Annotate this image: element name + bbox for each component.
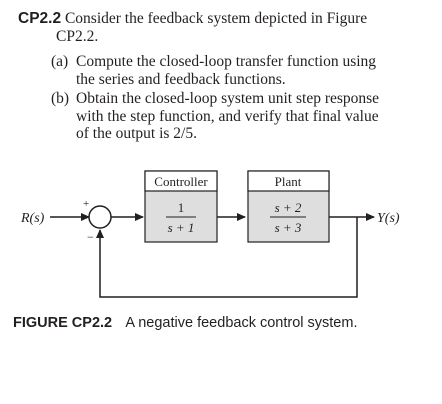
problem-statement-line2: CP2.2. [56, 27, 99, 45]
controller-title-box [144, 170, 218, 192]
part-b-line: of the output is 2/5. [76, 125, 197, 142]
part-b-line: with the step function, and verify that … [76, 107, 379, 125]
problem-statement-line1: CP2.2 Consider the feedback system depic… [18, 10, 438, 28]
plant-denominator: s + 3 [275, 220, 302, 235]
part-b: (b) Obtain the closed-loop system unit s… [18, 90, 438, 143]
part-a-line: Compute the closed-loop transfer functio… [76, 53, 377, 70]
part-b-line: Obtain the closed-loop system unit step … [76, 90, 380, 107]
plant-title: Plant [275, 174, 302, 189]
part-a: (a) Compute the closed-loop transfer fun… [18, 53, 438, 88]
plant-title-box [247, 170, 330, 192]
part-b-label: (b) [51, 90, 70, 107]
summing-junction [88, 205, 112, 229]
plant-numerator: s + 2 [275, 200, 302, 215]
controller-denominator: s + 1 [168, 220, 195, 235]
part-a-label: (a) [51, 53, 69, 70]
controller-block: Controller 1 s + 1 [144, 170, 218, 243]
output-label: Y(s) [377, 211, 400, 226]
controller-numerator: 1 [178, 200, 185, 215]
problem-number: CP2.2 [18, 10, 62, 27]
plus-sign: + [83, 198, 89, 210]
figure-label: FIGURE CP2.2 [13, 315, 113, 331]
controller-title: Controller [154, 174, 208, 189]
figure-caption: FIGURE CP2.2 A negative feedback control… [13, 315, 357, 331]
feedback-path [96, 217, 358, 298]
part-a-line: the series and feedback functions. [76, 70, 286, 88]
minus-sign: − [87, 230, 94, 244]
plant-block: Plant s + 2 s + 3 [247, 170, 330, 243]
problem-block: CP2.2 Consider the feedback system depic… [18, 10, 438, 143]
input-label: R(s) [20, 211, 45, 226]
problem-statement: Consider the feedback system depicted in… [64, 10, 368, 27]
figure-caption-text: A negative feedback control system. [125, 315, 358, 331]
